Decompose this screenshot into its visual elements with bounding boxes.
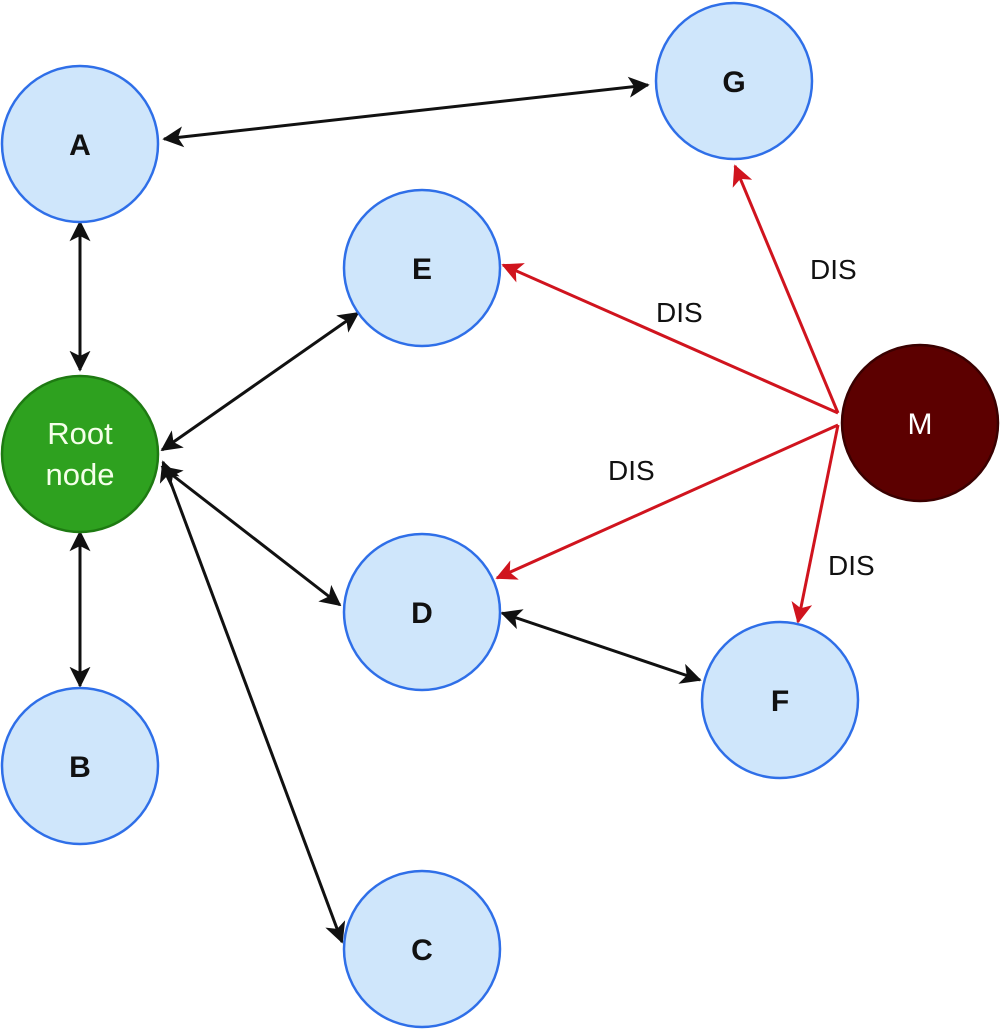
edge-label-m-d: DIS [608, 455, 655, 486]
edge-label-m-e: DIS [656, 297, 703, 328]
node-label: E [412, 253, 432, 286]
node-root: Root node [0, 374, 160, 534]
node-m: M [840, 343, 1000, 503]
node-circle [0, 686, 160, 846]
node-b: B [0, 686, 160, 846]
node-a: A [0, 64, 160, 224]
node-label: A [69, 129, 91, 162]
root-label-line2: node [46, 457, 115, 492]
node-circle [342, 188, 502, 348]
node-label: B [69, 751, 91, 784]
edge-label-m-f: DIS [828, 550, 875, 581]
dis-link-m-g [732, 164, 840, 414]
node-circle [0, 374, 160, 534]
node-label: M [908, 408, 933, 441]
node-c: C [342, 869, 502, 1029]
root-label-line1: Root [47, 416, 113, 451]
link-d-f [500, 609, 702, 684]
node-f: F [700, 620, 860, 780]
edge-labels: DIS DIS DIS DIS [608, 254, 875, 581]
node-label: F [771, 685, 789, 718]
node-circle [654, 1, 814, 161]
dis-link-m-d [495, 423, 839, 580]
node-g: G [654, 1, 814, 161]
dis-link-m-e [501, 263, 839, 415]
node-label: G [722, 66, 745, 99]
link-root-e [160, 311, 360, 452]
link-a-g [162, 76, 650, 148]
link-root-c [159, 460, 346, 944]
node-d: D [342, 532, 502, 692]
links [69, 76, 702, 944]
node-label: D [411, 597, 433, 630]
node-circle [0, 64, 160, 224]
node-e: E [342, 188, 502, 348]
node-circle [700, 620, 860, 780]
node-circle [342, 869, 502, 1029]
dis-links [495, 164, 840, 624]
node-label: C [411, 934, 433, 967]
node-circle [342, 532, 502, 692]
dis-link-m-f [791, 424, 840, 624]
edge-label-m-g: DIS [810, 254, 857, 285]
node-circle [840, 343, 1000, 503]
link-root-d [160, 465, 342, 607]
